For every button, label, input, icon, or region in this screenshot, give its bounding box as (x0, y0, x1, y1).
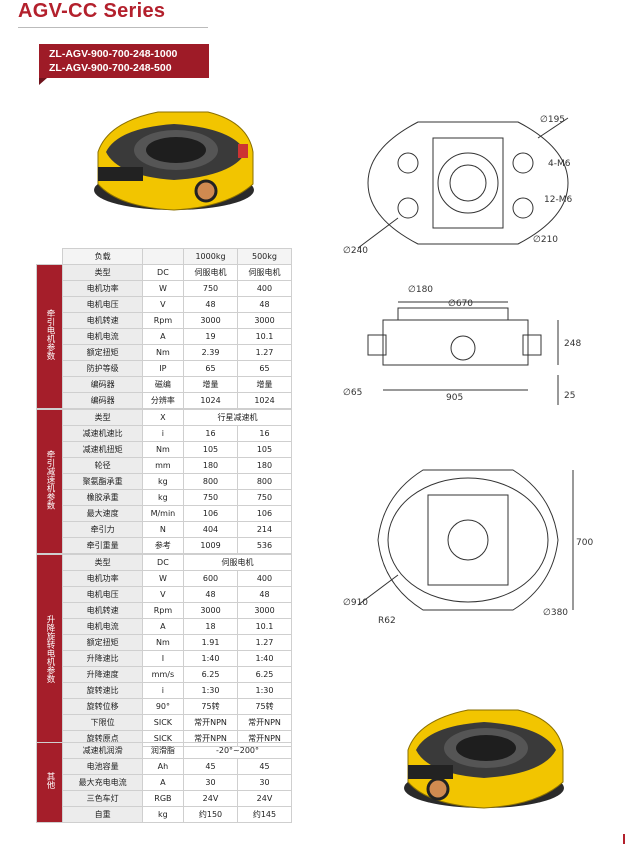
svg-text:∅240: ∅240 (343, 246, 368, 256)
load-label: 负载 (62, 248, 143, 265)
others-side-label: 其他 (35, 742, 64, 823)
lift-motor-side-label: 升降旋转电机参数 (35, 554, 64, 747)
model-2: ZL-AGV-900-700-248-500 (49, 62, 172, 74)
svg-text:∅910: ∅910 (343, 598, 368, 608)
bottom-view-drawing: 700 ∅910 R62 ∅380 (343, 469, 593, 626)
svg-text:700: 700 (576, 538, 593, 548)
model-banner: ZL-AGV-900-700-248-1000 ZL-AGV-900-700-2… (39, 44, 209, 78)
page-marker (623, 834, 625, 844)
series-title: AGV-CC Series (18, 0, 166, 22)
load-v1: 1000kg (183, 248, 238, 265)
traction-motor-side-label: 牵引电机参数 (35, 264, 64, 409)
svg-text:248: 248 (564, 339, 581, 349)
traction-reducer-side-label: 牵引减速机参数 (35, 409, 64, 554)
top-view-drawing: ∅195 4-M6 12-M6 ∅210 ∅240 (343, 115, 572, 256)
load-v2: 500kg (236, 248, 293, 265)
banner-tail (39, 78, 47, 85)
agv-product-image-top (94, 111, 254, 211)
svg-text:∅380: ∅380 (543, 608, 568, 618)
title-divider (18, 27, 208, 28)
svg-text:∅210: ∅210 (533, 235, 558, 245)
svg-text:25: 25 (564, 391, 575, 401)
svg-text:∅65: ∅65 (343, 388, 362, 398)
svg-text:12-M6: 12-M6 (544, 195, 572, 205)
svg-text:∅670: ∅670 (448, 299, 473, 309)
svg-text:∅180: ∅180 (408, 285, 433, 295)
side-view-drawing: ∅180 ∅670 ∅65 905 248 25 (343, 285, 581, 405)
svg-text:4-M6: 4-M6 (548, 159, 571, 169)
agv-product-image-bottom (404, 709, 564, 809)
model-1: ZL-AGV-900-700-248-1000 (49, 48, 178, 60)
svg-text:∅195: ∅195 (540, 115, 565, 125)
svg-text:R62: R62 (378, 616, 396, 626)
svg-text:905: 905 (446, 393, 463, 403)
